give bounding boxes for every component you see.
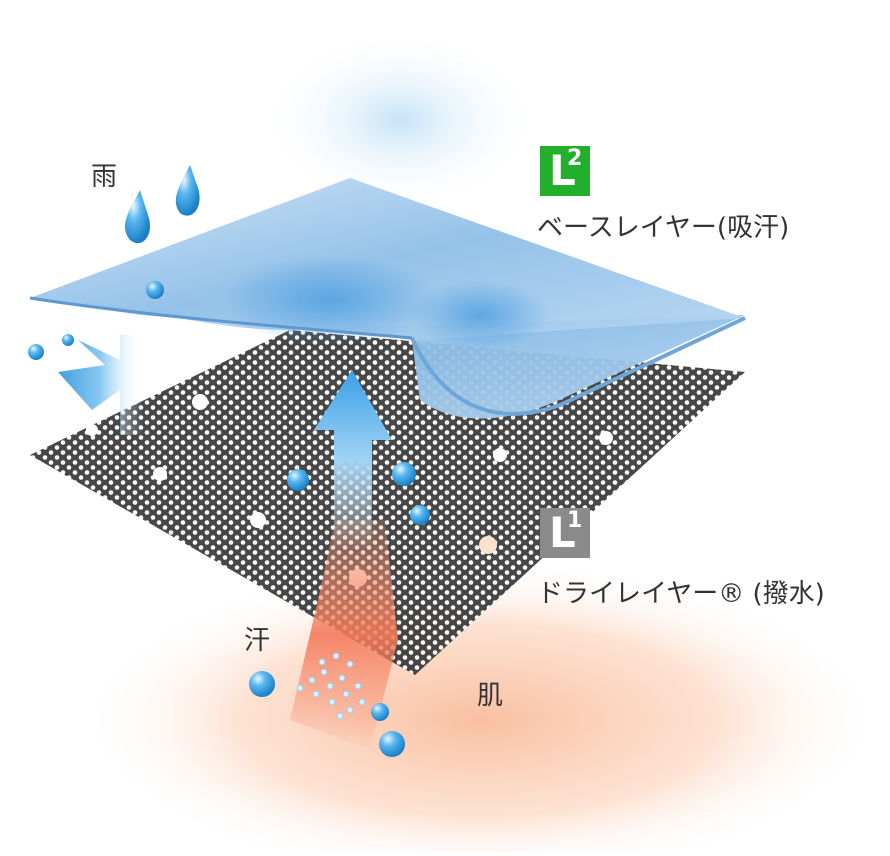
dry-layer-label: ドライレイヤー® (撥水) (537, 579, 825, 609)
vapor-cloud (260, 30, 540, 210)
l2-badge-number: 2 (567, 146, 583, 171)
base-layer-fabric (29, 178, 746, 419)
sweat-label: 汗 (244, 626, 271, 656)
l1-badge: L 1 (540, 508, 590, 558)
rain-label: 雨 (91, 162, 118, 192)
water-droplets (28, 281, 430, 757)
l2-badge-letter: L (549, 146, 576, 195)
moisture-up-arrow (314, 370, 392, 550)
skin-area (80, 560, 880, 856)
l1-badge-letter: L (549, 508, 576, 557)
raindrops (124, 165, 200, 244)
l2-badge: L 2 (540, 146, 590, 196)
l1-badge-number: 1 (567, 508, 583, 533)
dry-layer-mesh (30, 330, 745, 675)
base-layer-label: ベースレイヤー(吸汗) (537, 213, 790, 243)
skin-label: 肌 (477, 681, 504, 711)
repel-arrow (58, 335, 143, 435)
sweat-particles (296, 652, 366, 720)
